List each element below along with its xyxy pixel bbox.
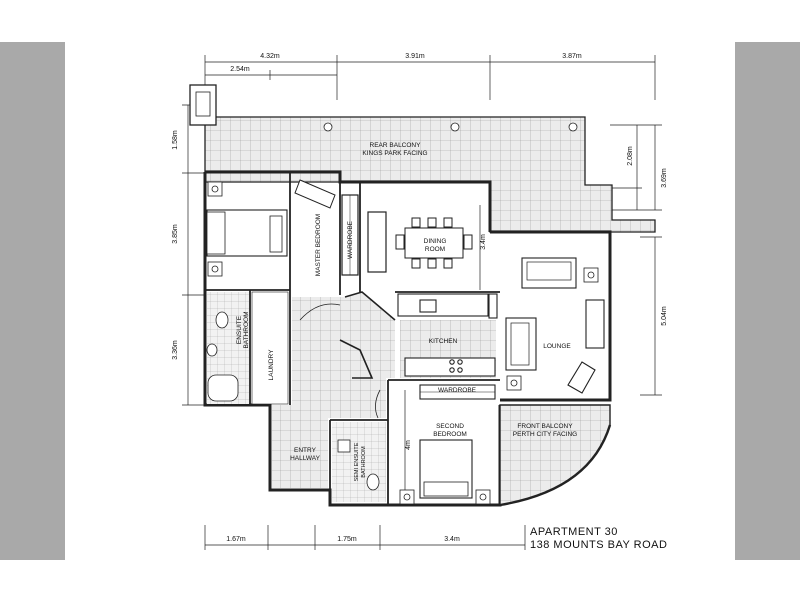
- hall-angled-walls: [299, 291, 396, 419]
- dim-second-4: 4m: [405, 440, 412, 450]
- wet-areas: [206, 291, 386, 502]
- interior-walls: [205, 172, 500, 505]
- room-labels: REAR BALCONY KINGS PARK FACING MASTER BE…: [236, 142, 577, 481]
- left-gray-bar: [0, 42, 65, 560]
- master-bedroom-furniture: [206, 179, 336, 277]
- second-wardrobe-label: WARDROBE: [438, 387, 477, 394]
- front-balcony-label-2: PERTH CITY FACING: [513, 431, 577, 438]
- caption-line-2: 138 MOUNTS BAY ROAD: [530, 539, 668, 551]
- dining-label-2: ROOM: [425, 246, 445, 253]
- dim-top-432: 4.32m: [260, 53, 280, 60]
- dining-label-1: DINING: [424, 238, 447, 245]
- dim-top-387: 3.87m: [562, 53, 582, 60]
- second-bedroom-label-2: BEDROOM: [433, 431, 467, 438]
- rear-balcony-label-1: REAR BALCONY: [370, 142, 422, 149]
- front-balcony: [499, 404, 612, 507]
- semi-ensuite-label-1: SEMI ENSUITE: [354, 442, 360, 481]
- kitchen-counter: [397, 293, 496, 377]
- laundry-label: LAUNDRY: [268, 349, 275, 381]
- second-bedroom-furniture: [399, 384, 496, 505]
- dim-left-158: 1.58m: [172, 130, 179, 150]
- front-balcony-label-1: FRONT BALCONY: [517, 423, 573, 430]
- dim-bottom-175: 1.75m: [337, 536, 357, 543]
- dim-right-369: 3.69m: [661, 168, 668, 188]
- second-bedroom-label-1: SECOND: [436, 423, 464, 430]
- dim-top-254: 2.54m: [230, 66, 250, 73]
- dim-left-336: 3.36m: [172, 340, 179, 360]
- dim-bottom-34: 3.4m: [444, 536, 460, 543]
- semi-ensuite-label-2: BATHROOM: [361, 446, 367, 478]
- dim-bottom-167: 1.67m: [226, 536, 246, 543]
- entry-label-2: HALLWAY: [290, 455, 321, 462]
- dining-furniture: [367, 211, 473, 273]
- right-gray-bar: [735, 42, 800, 560]
- ensuite-label-1: ENSUITE: [236, 315, 243, 344]
- dim-left-385: 3.85m: [172, 224, 179, 244]
- master-bedroom-label: MASTER BEDROOM: [315, 214, 322, 276]
- caption-line-1: APARTMENT 30: [530, 526, 618, 538]
- ensuite-label-2: BATHROOM: [243, 311, 250, 348]
- apartment-caption: APARTMENT 30 138 MOUNTS BAY ROAD: [530, 526, 667, 552]
- dim-right-504: 5.04m: [661, 306, 668, 326]
- dimension-lines: [182, 55, 662, 550]
- dim-dining-34: 3.4m: [480, 234, 487, 250]
- master-wardrobe-label: WARDROBE: [347, 220, 354, 259]
- rear-balcony-label-2: KINGS PARK FACING: [362, 150, 427, 157]
- lounge-label: LOUNGE: [543, 343, 571, 350]
- kitchen-label: KITCHEN: [429, 338, 458, 345]
- dimension-labels: 4.32m 3.91m 3.87m 2.54m 1.58m 3.85m 3.36…: [172, 53, 668, 543]
- entry-label-1: ENTRY: [294, 447, 317, 454]
- dim-top-391: 3.91m: [405, 53, 425, 60]
- lounge-furniture: [488, 257, 605, 394]
- dim-right-208: 2.08m: [627, 146, 634, 166]
- master-wardrobe: [341, 194, 359, 276]
- flue-box: [189, 84, 217, 126]
